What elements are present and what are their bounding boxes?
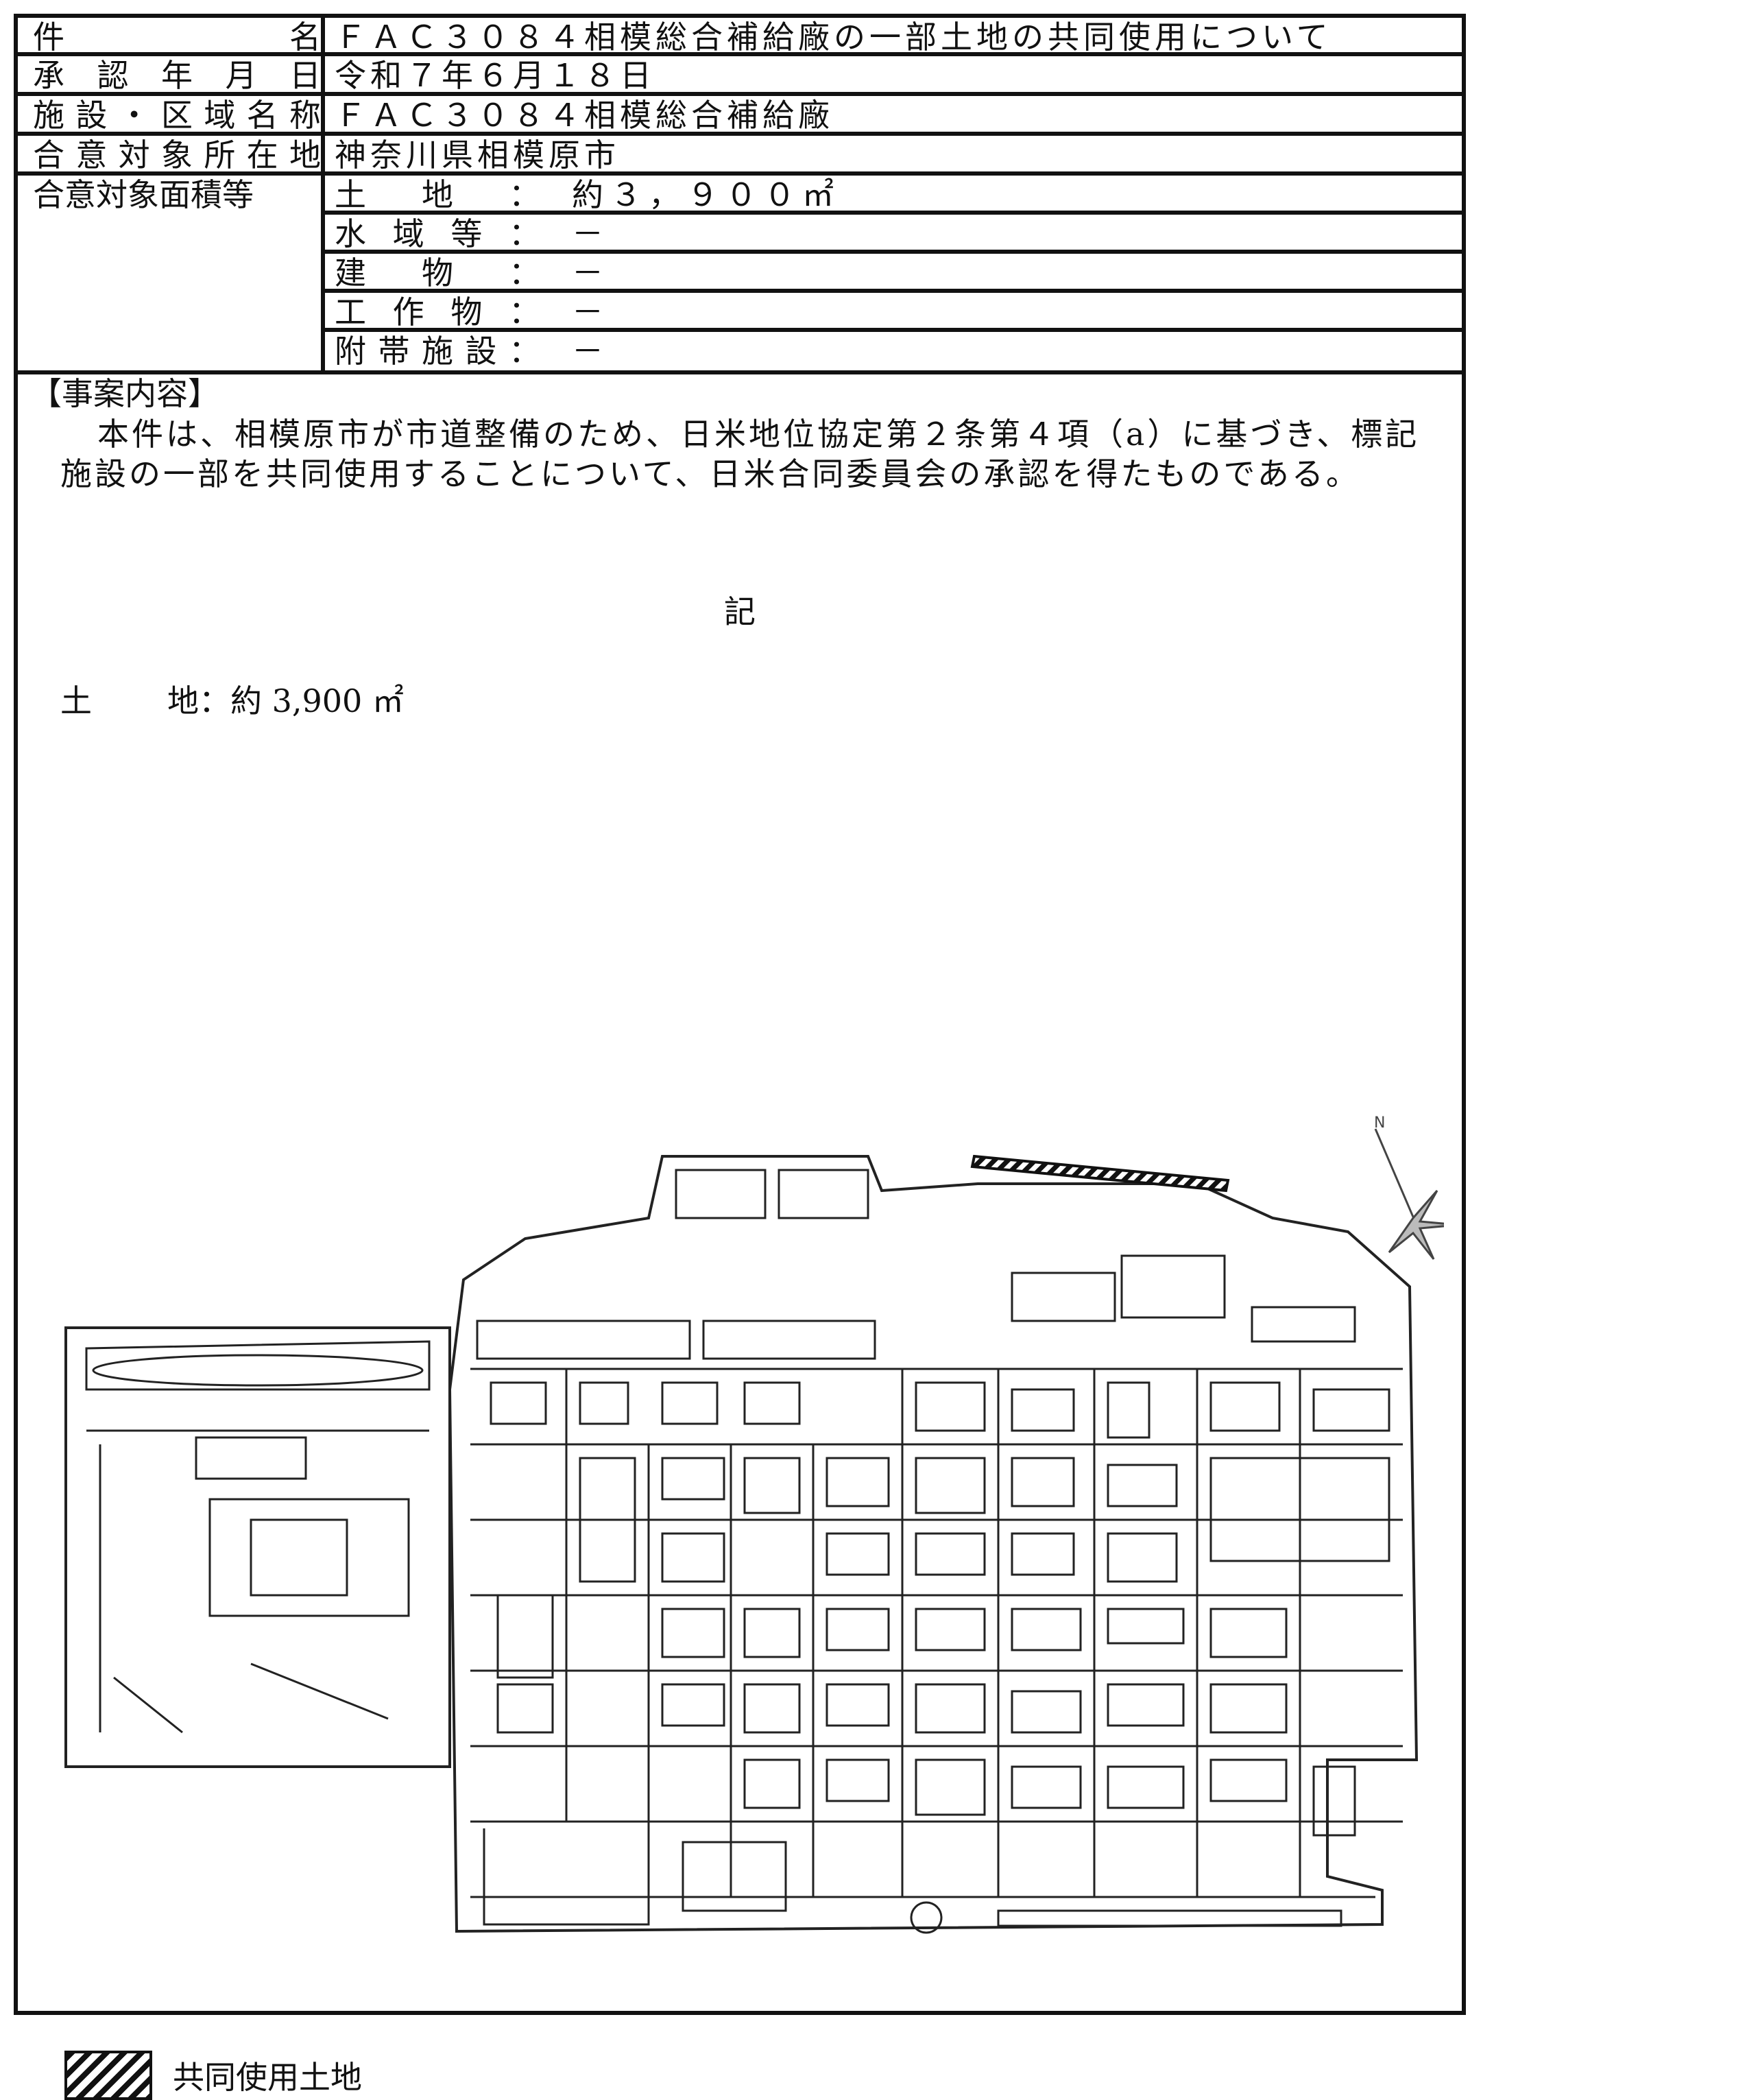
label-char: 所: [204, 136, 236, 174]
key-char: 施: [422, 333, 453, 370]
row-subject: 件 名 ＦＡＣ３０８４相模総合補給廠の一部土地の共同使用について: [18, 18, 1462, 56]
north-arrow-icon: N: [1374, 1115, 1444, 1260]
label-char: 称: [289, 97, 321, 134]
value-location: 神奈川県相模原市: [335, 136, 620, 174]
label-char: 合: [33, 136, 64, 174]
area-item-land: 土 地 ： 約３，９００㎡: [325, 176, 1462, 215]
label-char: 名: [246, 97, 278, 134]
label-char: 月: [225, 57, 257, 94]
key-char: 設: [465, 333, 497, 370]
area-item-structure: 工 作 物 ： －: [325, 293, 1462, 332]
area-block: 合意対象面積等 土 地 ： 約３，９００㎡ 水 域 等 ： － 建 物 ：: [18, 176, 1462, 374]
area-item-building: 建 物 ： －: [325, 254, 1462, 293]
label-area: 合意対象面積等: [33, 176, 254, 213]
map-legend: 共同使用土地: [64, 2051, 362, 2100]
road-grid: [470, 1368, 1403, 1898]
label-char: 地: [289, 136, 321, 174]
label-char: 名: [289, 19, 321, 56]
site-map: N: [64, 1115, 1444, 1934]
row-facility-name: 施 設 ・ 区 域 名 称 ＦＡＣ３０８４相模総合補給廠: [18, 96, 1462, 136]
value-approval-date: 令和７年６月１８日: [335, 57, 655, 94]
land-key-2: 地: [167, 682, 199, 719]
key-char: 工: [335, 294, 366, 331]
area-value: －: [572, 254, 603, 291]
area-value: －: [572, 294, 603, 331]
key-char: 作: [392, 294, 424, 331]
label-char: 承: [33, 57, 64, 94]
label-char: 認: [97, 57, 129, 94]
colon: ：: [508, 294, 540, 331]
label-char: 対: [118, 136, 150, 174]
north-label: N: [1374, 1115, 1385, 1132]
key-char: 帯: [378, 333, 410, 370]
area-value: －: [572, 333, 603, 370]
label-char: 意: [75, 136, 108, 174]
label-char: 設: [75, 97, 108, 134]
west-parcel: [64, 1326, 451, 1768]
key-char: 域: [392, 215, 424, 252]
area-item-ancillary: 附 帯 施 設 ： －: [325, 332, 1462, 371]
label-approval-date: 承 認 年 月 日: [33, 58, 321, 93]
area-item-water: 水 域 等 ： －: [325, 215, 1462, 254]
label-char: 象: [160, 136, 193, 174]
shared-use-land: [970, 1154, 1230, 1193]
area-key: 建 物 ：: [335, 255, 540, 291]
label-char: 日: [289, 57, 321, 94]
area-value: 約３，９００㎡: [572, 176, 841, 213]
land-area-line: 土 地：約 3,900 ㎡: [60, 676, 404, 721]
value-subject: ＦＡＣ３０８４相模総合補給廠の一部土地の共同使用について: [335, 19, 1332, 56]
row-location: 合 意 対 象 所 在 地 神奈川県相模原市: [18, 136, 1462, 176]
label-char: 区: [160, 97, 193, 134]
label-char: ・: [118, 97, 150, 134]
key-char: 水: [335, 215, 366, 252]
colon: ：: [509, 254, 540, 291]
hatch-swatch: [64, 2051, 152, 2100]
area-key: 工 作 物 ：: [335, 294, 540, 330]
colon: ：: [509, 333, 540, 370]
label-subject: 件 名: [33, 19, 321, 55]
label-facility-name: 施 設 ・ 区 域 名 称: [33, 97, 321, 133]
ki-marker: 記: [724, 593, 756, 630]
label-char: 施: [33, 97, 64, 134]
label-char: 在: [246, 136, 278, 174]
label-char: 件: [33, 19, 64, 56]
key-char: 土: [335, 176, 366, 213]
label-char: 年: [161, 57, 193, 94]
area-key: 土 地 ：: [335, 177, 540, 213]
building-footprints: [490, 1381, 1390, 1927]
land-value: ：約 3,900 ㎡: [199, 682, 404, 719]
label-char: 域: [204, 97, 236, 134]
area-key: 附 帯 施 設 ：: [335, 333, 540, 369]
label-location: 合 意 対 象 所 在 地: [33, 137, 321, 173]
area-key: 水 域 等 ：: [335, 216, 540, 252]
key-char: 地: [422, 176, 453, 213]
key-char: 物: [450, 294, 483, 331]
colon: ：: [509, 176, 540, 213]
document-sheet: 件 名 ＦＡＣ３０８４相模総合補給廠の一部土地の共同使用について 承 認 年 月…: [14, 14, 1466, 2100]
key-char: 附: [335, 333, 366, 370]
legend-label: 共同使用土地: [173, 2059, 362, 2096]
colon: ：: [508, 215, 540, 252]
key-char: 建: [335, 254, 366, 291]
section-heading: 【事案内容】: [30, 375, 219, 412]
value-facility-name: ＦＡＣ３０８４相模総合補給廠: [335, 97, 834, 134]
area-value: －: [572, 215, 603, 252]
table-divider: [321, 18, 325, 374]
description-paragraph: 本件は、相模原市が市道整備のため、日米地位協定第２条第４項（a）に基づき、標記施…: [60, 416, 1420, 492]
key-char: 物: [422, 254, 453, 291]
main-base: [448, 1155, 1419, 1933]
row-approval-date: 承 認 年 月 日 令和７年６月１８日: [18, 56, 1462, 96]
land-key-1: 土: [60, 682, 92, 719]
key-char: 等: [450, 215, 483, 252]
south-field: [483, 1828, 943, 1934]
content-section: 【事案内容】 本件は、相模原市が市道整備のため、日米地位協定第２条第４項（a）に…: [18, 374, 1462, 2100]
